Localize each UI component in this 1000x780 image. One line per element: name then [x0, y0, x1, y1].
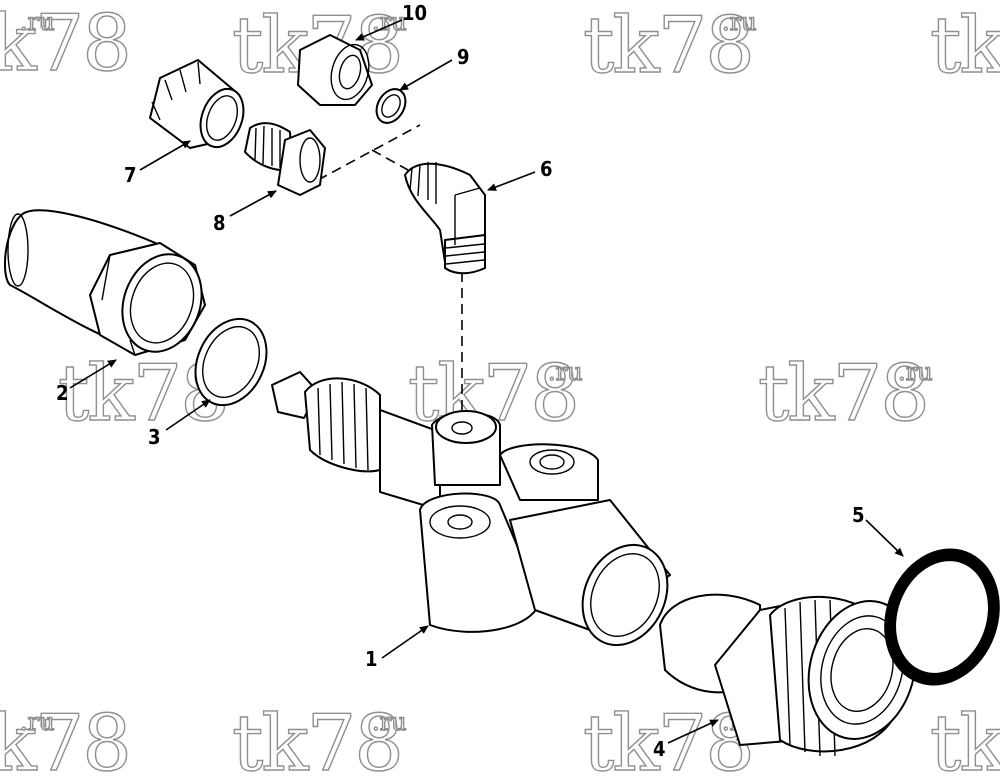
- watermark-suffix: .ru: [898, 358, 933, 386]
- watermark-main: tk78: [232, 699, 402, 780]
- callout-3-label: 3: [148, 425, 161, 449]
- watermark-main: tk78: [583, 1, 753, 91]
- watermark-main: tk78: [583, 699, 753, 780]
- callout-2: 2: [56, 359, 117, 405]
- watermark-main: tk78: [930, 1, 1000, 91]
- watermark: tk78: [929, 0, 1000, 91]
- part-5-seal-ring: [884, 548, 1000, 686]
- watermark-suffix: .ru: [722, 8, 757, 36]
- watermark-suffix: .ru: [548, 358, 583, 386]
- watermark: tk78 .ru: [757, 348, 933, 439]
- callout-4: 4: [653, 719, 719, 761]
- callout-10: 10: [355, 1, 427, 41]
- watermark: tk78 .ru: [0, 0, 133, 90]
- part-9-washer: [375, 88, 407, 124]
- part-6-elbow: [404, 162, 486, 275]
- callout-8-label: 8: [213, 211, 226, 235]
- part-7-collet-nut: [149, 59, 245, 149]
- watermark-suffix: .ru: [372, 8, 407, 36]
- assembly-lines: [317, 124, 463, 420]
- watermark: tk78 .ru: [407, 348, 583, 439]
- callout-9-label: 9: [457, 45, 470, 69]
- part-8-hex-fitting: [244, 122, 326, 196]
- watermark-suffix: .ru: [372, 708, 407, 736]
- assembly-line-fittings: [317, 124, 421, 181]
- watermark: tk78 .ru: [231, 698, 407, 780]
- watermark: tk78 .ru: [582, 0, 757, 91]
- callout-6-label: 6: [540, 157, 553, 181]
- callout-5-label: 5: [852, 503, 865, 527]
- callout-5: 5: [852, 503, 904, 557]
- watermark-main: tk78: [408, 349, 578, 439]
- watermark: tk78: [929, 698, 1000, 780]
- callout-1: 1: [365, 625, 429, 671]
- callout-9: 9: [399, 45, 470, 91]
- callout-7: 7: [124, 140, 191, 187]
- callout-6: 6: [487, 157, 553, 191]
- callout-1-label: 1: [365, 647, 378, 671]
- part-1-valve-body: [271, 371, 671, 647]
- watermark-main: tk78: [930, 699, 1000, 780]
- watermark-main: tk78: [0, 0, 130, 89]
- callout-3: 3: [148, 399, 211, 449]
- watermark: tk78 .ru: [0, 698, 133, 780]
- watermark-suffix: .ru: [20, 708, 55, 736]
- callout-10-label: 10: [402, 1, 427, 25]
- callout-8: 8: [213, 190, 277, 235]
- part-2-hex-sleeve: [4, 209, 206, 356]
- part-10-hex-nut: [297, 34, 373, 106]
- callouts: 1 2 3 4 5 6 7 8: [56, 1, 904, 761]
- watermark-main: tk78: [758, 349, 928, 439]
- watermark: tk78 .ru: [582, 698, 757, 780]
- callout-2-label: 2: [56, 381, 69, 405]
- callout-4-label: 4: [653, 737, 666, 761]
- watermark-main: tk78: [0, 699, 130, 780]
- part-3-o-ring: [194, 317, 268, 407]
- callout-7-label: 7: [124, 163, 137, 187]
- watermark-suffix: .ru: [20, 8, 55, 36]
